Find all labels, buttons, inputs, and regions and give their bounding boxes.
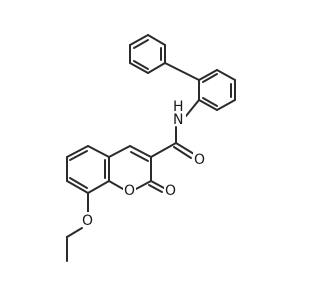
- top-phenyl-ring: [129, 34, 166, 74]
- aryl-nitrogen-bond: [185, 99, 200, 117]
- biaryl-bond: [164, 62, 200, 81]
- amide-c3-bond: [150, 142, 177, 158]
- amide-carbonyl: O: [173, 142, 206, 168]
- amide-nitrogen-label: N: [173, 112, 183, 128]
- lactone-carbonyl: O: [148, 180, 177, 199]
- ethyl-group: [66, 227, 83, 262]
- amide-nh-group: N H: [172, 99, 186, 128]
- carbonyl-oxygen-label: O: [194, 152, 205, 168]
- chemical-structure-diagram: N H O O O: [66, 34, 236, 262]
- lactone-oxygen-label: O: [165, 183, 176, 199]
- amide-hydrogen-label: H: [173, 99, 184, 115]
- ether-oxygen-label: O: [82, 213, 93, 229]
- pyranone-ring: [108, 145, 152, 190]
- benzo-ring: [66, 145, 110, 194]
- ring-oxygen-label: O: [124, 183, 135, 199]
- right-phenyl-ring: [198, 69, 236, 111]
